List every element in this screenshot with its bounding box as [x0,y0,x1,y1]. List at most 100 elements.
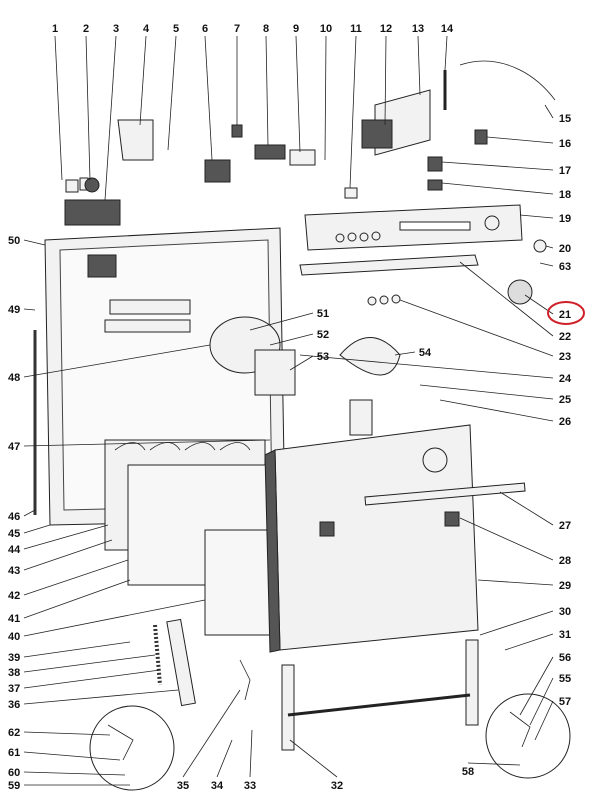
part-label-58: 58 [462,766,474,778]
part-label-8: 8 [263,23,269,35]
leader-line-22 [459,261,554,337]
leader-line-28 [459,517,554,561]
part-label-17: 17 [559,165,571,177]
part-label-62: 62 [8,727,20,739]
part-label-7: 7 [234,23,240,35]
leader-line-34 [216,739,233,778]
leader-line-4 [139,35,147,126]
part-label-57: 57 [559,696,571,708]
part-label-54: 54 [419,347,432,359]
leader-line-44 [23,524,109,550]
leader-line-49 [23,308,36,311]
leader-line-27 [499,491,554,526]
top-components [64,60,556,306]
part-label-31: 31 [559,629,571,641]
part-label-22: 22 [559,331,571,343]
part-label-4: 4 [143,23,150,35]
leader-line-24 [299,354,554,379]
part-label-45: 45 [8,528,20,540]
leader-line-10 [324,35,327,161]
part-label-27: 27 [559,520,571,532]
bottom-parts [89,618,571,791]
leader-line-6 [204,35,213,161]
part-label-52: 52 [317,329,329,341]
part-label-3: 3 [113,23,119,35]
part-label-16: 16 [559,138,571,150]
leader-line-55 [529,677,554,726]
part-label-46: 46 [8,511,20,523]
part-label-21: 21 [559,309,571,321]
part-label-63: 63 [559,261,571,273]
part-label-37: 37 [8,683,20,695]
part-label-15: 15 [559,113,571,125]
leader-line-9 [295,35,301,153]
part-label-19: 19 [559,213,571,225]
part-label-20: 20 [559,243,571,255]
leader-line-13 [417,35,421,96]
leader-line-47 [23,439,271,447]
leader-line-3 [104,35,117,201]
part-label-24: 24 [559,373,572,385]
part-label-18: 18 [559,189,571,201]
part-label-5: 5 [173,23,179,35]
leader-line-35 [182,689,241,778]
part-label-2: 2 [83,23,89,35]
part-label-48: 48 [8,372,20,384]
leader-line-53 [289,355,314,371]
leader-line-40 [23,599,206,637]
leader-line-37 [23,669,161,689]
leader-line-1 [54,35,63,181]
leader-line-45 [23,524,51,534]
leader-line-16 [486,136,554,144]
control-panel [299,204,547,305]
part-label-42: 42 [8,590,20,602]
leader-line-46 [23,509,36,517]
part-label-14: 14 [441,23,454,35]
part-label-38: 38 [8,667,20,679]
leader-line-62 [23,731,111,736]
leader-line-18 [441,182,554,195]
part-label-29: 29 [559,580,571,592]
part-label-23: 23 [559,351,571,363]
leader-line-33 [249,729,253,778]
part-label-34: 34 [211,780,224,792]
leader-line-25 [419,384,554,400]
part-label-11: 11 [350,23,362,35]
part-label-25: 25 [559,394,571,406]
part-label-61: 61 [8,747,20,759]
part-label-55: 55 [559,673,571,685]
leader-line-32 [289,739,338,778]
part-label-59: 59 [8,780,20,792]
leader-line-23 [399,299,554,357]
part-label-33: 33 [244,780,256,792]
part-label-53: 53 [317,351,329,363]
part-label-36: 36 [8,699,20,711]
part-label-41: 41 [8,613,20,625]
leader-line-5 [167,35,177,151]
part-label-12: 12 [380,23,392,35]
part-label-35: 35 [177,780,189,792]
part-label-13: 13 [412,23,424,35]
leader-line-38 [23,654,156,673]
leader-line-39 [23,641,131,658]
leader-line-30 [479,610,554,636]
part-label-51: 51 [317,308,329,320]
leader-line-56 [519,656,554,716]
leader-line-63 [539,262,554,267]
leader-line-11 [349,35,357,189]
part-label-40: 40 [8,631,20,643]
part-label-1: 1 [52,23,58,35]
part-label-32: 32 [331,780,343,792]
leader-line-52 [269,333,314,346]
leader-line-20 [545,245,554,249]
leader-line-14 [444,35,448,71]
part-label-6: 6 [202,23,208,35]
leader-line-29 [477,579,554,586]
door-label-plate [87,254,117,278]
part-label-28: 28 [559,555,571,567]
leader-line-54 [394,351,416,356]
knob-21 [507,279,533,305]
front-panel [264,424,526,653]
part-label-50: 50 [8,235,20,247]
